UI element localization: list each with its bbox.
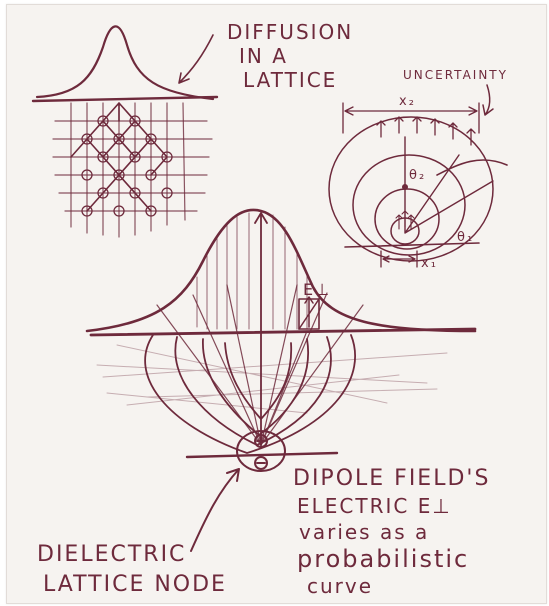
dipole-label-line2: ELECTRIC E⊥	[297, 494, 452, 518]
node-label-line2: LATTICE NODE	[43, 572, 227, 597]
x1-label: x₁	[421, 256, 438, 271]
uncertainty-label: UNCERTAINTY	[403, 68, 508, 82]
diffusion-label-line1: DIFFUSION	[227, 20, 353, 44]
large-baseline	[91, 329, 475, 335]
bottom-labels: DIPOLE FIELD'S ELECTRIC E⊥ varies as a p…	[37, 466, 490, 598]
theta2-label: θ₂	[409, 168, 426, 183]
sketch-paper: DIFFUSION IN A LATTICE UNCERTAINTY x₂ θ₂…	[6, 4, 547, 604]
diffusion-lattice-sketch: DIFFUSION IN A LATTICE	[33, 20, 353, 237]
e-perp-vector	[299, 297, 319, 329]
sketch-drawing: DIFFUSION IN A LATTICE UNCERTAINTY x₂ θ₂…	[7, 5, 546, 603]
curve-hatching	[197, 213, 319, 329]
dipole-label-line3: varies as a	[299, 520, 429, 544]
right-baseline	[345, 243, 479, 247]
small-bell-curve	[37, 26, 213, 99]
dipole-label-line5: curve	[307, 574, 373, 598]
central-axis	[255, 213, 267, 445]
theta2-dot	[402, 184, 408, 190]
diffusion-pointer	[179, 35, 213, 83]
uncertainty-arrow	[483, 85, 493, 115]
diffusion-label-line2: IN A	[239, 44, 288, 68]
node-label-line1: DIELECTRIC	[37, 542, 186, 567]
dipole-label-line1: DIPOLE FIELD'S	[293, 466, 490, 491]
dipole-node	[237, 431, 285, 471]
large-bell-curve	[87, 210, 475, 331]
small-baseline	[33, 97, 217, 101]
node-pointer	[191, 469, 239, 551]
radial-lines	[405, 137, 493, 233]
e-perp-label: E⊥	[303, 280, 331, 299]
uncertainty-diagram: UNCERTAINTY x₂ θ₂ θ₁ x₁	[329, 68, 508, 271]
x2-label: x₂	[399, 94, 416, 109]
diffusion-label-line3: LATTICE	[243, 68, 337, 92]
dipole-label-line4: probabilistic	[297, 545, 469, 573]
x1-dimension	[381, 251, 417, 267]
